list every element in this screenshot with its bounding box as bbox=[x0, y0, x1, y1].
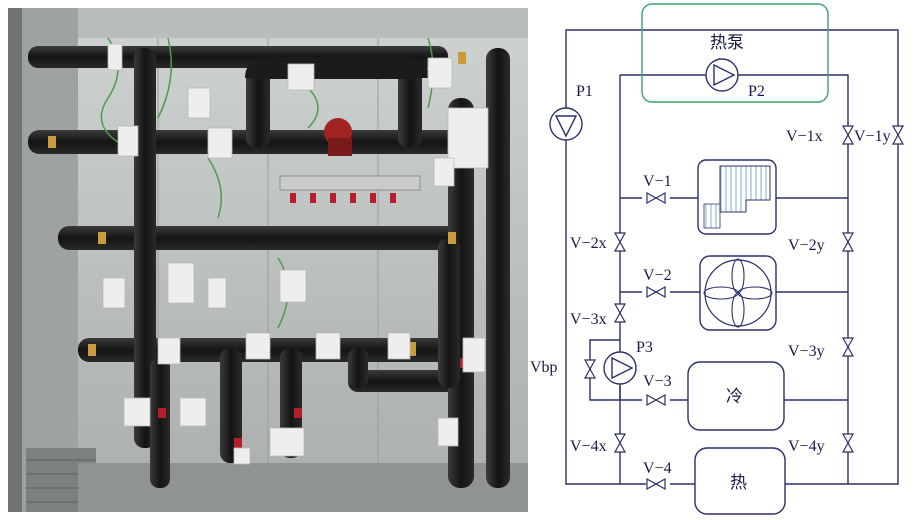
valve-v2y-icon bbox=[841, 232, 855, 252]
v1y-label: V−1y bbox=[854, 128, 891, 145]
v1-label: V−1 bbox=[643, 173, 672, 190]
heat-tank bbox=[694, 447, 786, 515]
valve-v1y-icon bbox=[891, 125, 905, 145]
fan-icon bbox=[704, 259, 772, 327]
vbp-label: Vbp bbox=[530, 359, 558, 376]
valve-v3-icon bbox=[646, 393, 666, 407]
piping-photo bbox=[8, 8, 528, 512]
v3x-label: V−3x bbox=[570, 311, 607, 328]
v3y-label: V−3y bbox=[788, 343, 825, 360]
p2-label: P2 bbox=[748, 83, 765, 100]
outer-loop-pipe bbox=[565, 29, 899, 485]
valve-v1x-icon bbox=[841, 125, 855, 145]
heat-pump-label: 热泵 bbox=[710, 33, 744, 53]
v2y-label: V−2y bbox=[788, 237, 825, 254]
valve-v4y-icon bbox=[841, 433, 855, 453]
cold-label: 冷 bbox=[726, 387, 743, 407]
v2-label: V−2 bbox=[643, 267, 672, 284]
p1-label: P1 bbox=[576, 83, 593, 100]
valve-v4x-icon bbox=[613, 433, 627, 453]
valve-branch-pipes bbox=[620, 197, 848, 401]
valve-v2x-icon bbox=[613, 232, 627, 252]
valve-v2-icon bbox=[646, 285, 666, 299]
heat-label: 热 bbox=[730, 473, 747, 493]
cold-tank bbox=[687, 361, 785, 431]
valve-vbp-icon bbox=[583, 359, 597, 379]
v4-label: V−4 bbox=[643, 460, 672, 477]
heat-pump-box bbox=[641, 3, 829, 103]
valve-v3x-icon bbox=[613, 303, 627, 323]
p3-label: P3 bbox=[636, 339, 653, 356]
v4y-label: V−4y bbox=[788, 438, 825, 455]
hydraulic-schematic: 热泵 P2 P1 P3 Vbp bbox=[530, 3, 905, 515]
inner-left-pipe bbox=[619, 74, 849, 484]
v4x-label: V−4x bbox=[570, 438, 607, 455]
v2x-label: V−2x bbox=[570, 235, 607, 252]
v3-label: V−3 bbox=[643, 373, 672, 390]
valve-v3y-icon bbox=[841, 337, 855, 357]
v1x-label: V−1x bbox=[786, 128, 823, 145]
valve-v4-icon bbox=[646, 477, 666, 491]
valve-v1-icon bbox=[646, 191, 666, 205]
